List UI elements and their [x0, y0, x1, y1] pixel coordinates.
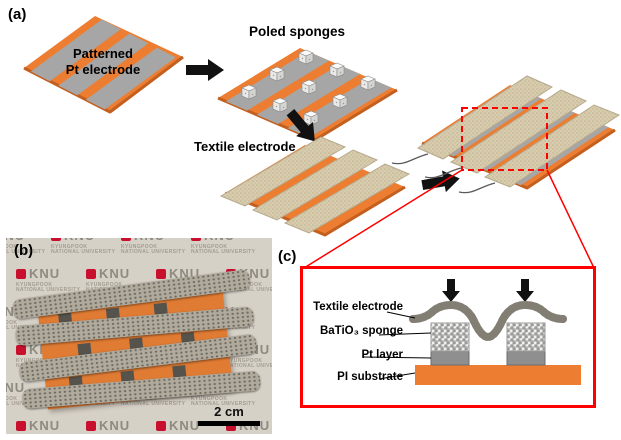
- batio3-sponge-blocks: [430, 322, 546, 352]
- knu-logo-icon: [191, 238, 201, 241]
- device-wires: [391, 153, 496, 194]
- step1-patterned-pt-electrode: Patterned Pt electrode: [23, 16, 184, 114]
- arrow-step1-step2: [186, 59, 224, 81]
- step2-poled-sponges: Poled sponges: [217, 24, 398, 142]
- knu-logo-icon: [16, 268, 26, 279]
- label-batio3-sponge: BaTiO₃ sponge: [320, 325, 403, 337]
- step3-label: Textile electrode: [194, 139, 296, 154]
- step3-textile-strips: [219, 136, 411, 234]
- knu-logo-icon: [16, 344, 26, 355]
- arrow-step3-final: [421, 170, 460, 193]
- step2-label: Poled sponges: [249, 24, 345, 39]
- knu-logo-icon: [51, 238, 61, 241]
- knu-brand-text: KNU: [99, 418, 131, 433]
- knu-brand-text: KNU: [204, 238, 235, 243]
- scale-bar-label: 2 cm: [214, 404, 244, 419]
- panel-label-b: (b): [14, 242, 34, 259]
- scale-bar: 2 cm: [198, 404, 260, 426]
- label-pt-layer: Pt layer: [361, 349, 403, 361]
- knu-logo-icon: [16, 420, 26, 431]
- arrow-step2-step3: [286, 108, 315, 142]
- step1-label-line1: Patterned: [73, 46, 133, 61]
- knu-logo-icon: [156, 268, 166, 279]
- pt-layer-blocks: [430, 350, 546, 366]
- cross-section-inset: Textile electrode BaTiO₃ sponge Pt layer…: [300, 266, 596, 408]
- knu-logo-icon: [121, 238, 131, 241]
- final-device: [391, 75, 621, 194]
- panel-label-c: (c): [278, 248, 297, 265]
- knu-brand-text: KNU: [169, 418, 201, 433]
- pi-substrate-bar: [415, 365, 581, 385]
- inset-highlight-box: [461, 107, 548, 171]
- press-arrows-icon: [442, 279, 534, 302]
- knu-brand-text: KNU: [6, 238, 25, 243]
- knu-brand-text: KNU: [6, 380, 26, 395]
- label-pi-substrate: PI substrate: [337, 371, 403, 383]
- step1-label-line2: Pt electrode: [66, 62, 140, 77]
- knu-logo-icon: [86, 268, 96, 279]
- knu-brand-text: KNU: [29, 418, 61, 433]
- cross-section-drawing: Textile electrode BaTiO₃ sponge Pt layer…: [313, 279, 581, 385]
- knu-brand-text: KNU: [134, 238, 165, 243]
- leader-lines: [362, 311, 432, 380]
- label-textile-electrode: Textile electrode: [313, 301, 403, 313]
- step3-textile-electrode: Textile electrode: [194, 136, 411, 237]
- knu-logo-icon: [86, 420, 96, 431]
- textile-electrode-drape: [409, 300, 567, 342]
- panel-label-a: (a): [8, 6, 27, 23]
- inset-connector-right: [546, 169, 595, 269]
- inset-connector-left: [303, 169, 463, 269]
- knu-logo-icon: [156, 420, 166, 431]
- knu-brand-text: KNU: [64, 238, 95, 243]
- scale-bar-line: [198, 421, 260, 426]
- knu-brand-text: KNU: [29, 266, 61, 281]
- knu-brand-text: KNU: [99, 266, 131, 281]
